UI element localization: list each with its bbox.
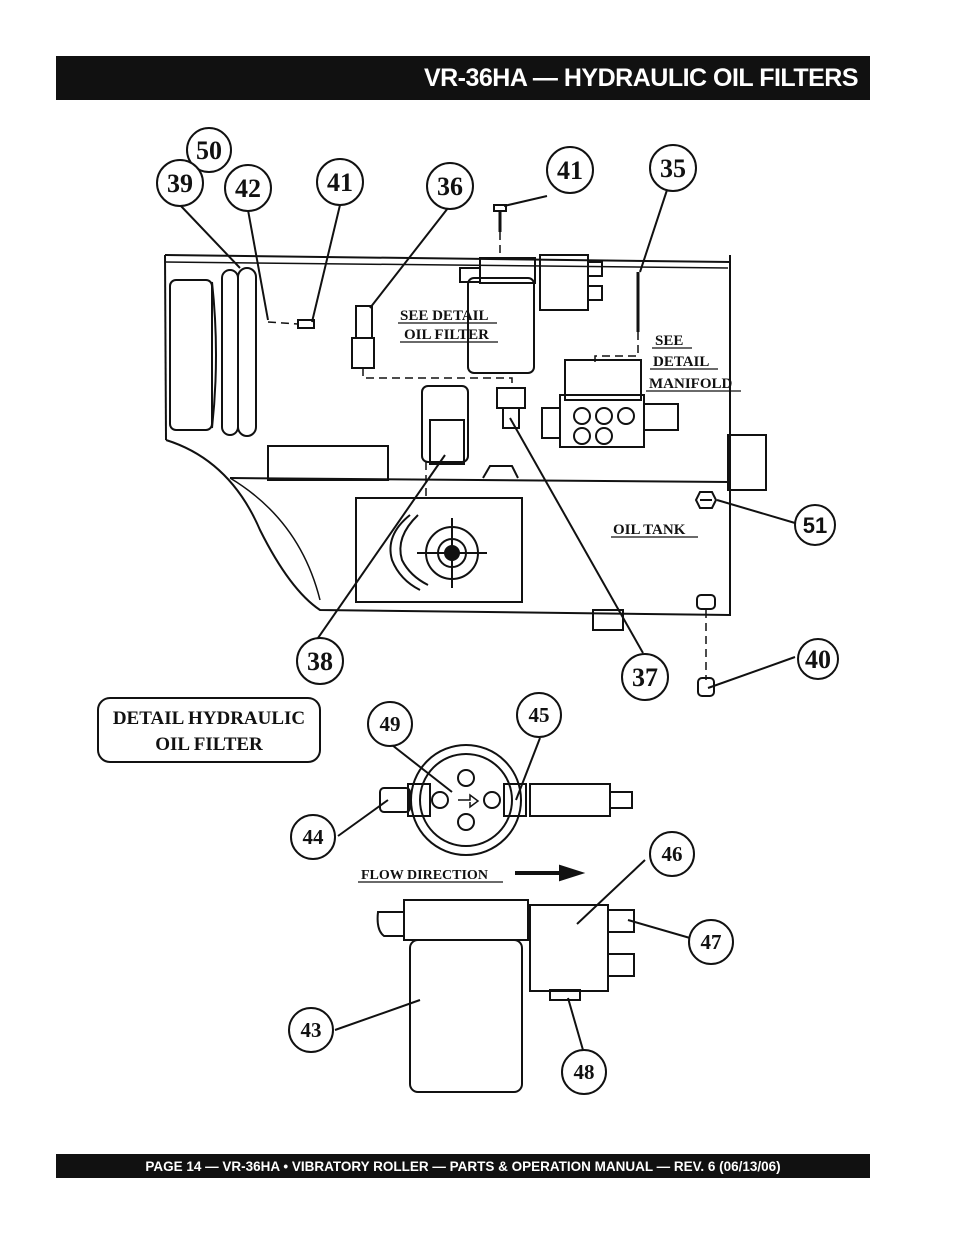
callout-48: 48 [574,1060,595,1084]
battery-block [267,445,389,481]
callout-44: 44 [303,825,325,849]
see-detail-manifold-line2: DETAIL [653,354,709,370]
see-detail-manifold-line3: MANIFOLD [649,376,732,392]
footer-text: PAGE 14 — VR-36HA • VIBRATORY ROLLER — P… [145,1158,781,1174]
see-detail-oil-filter-line2: OIL FILTER [404,327,489,343]
callout-50: 50 [196,136,222,165]
callout-39: 39 [167,169,193,198]
fan-pulley [169,267,257,437]
filter-side-view [376,899,635,1093]
page-header: VR-36HA — HYDRAULIC OIL FILTERS [56,56,870,100]
page-footer: PAGE 14 — VR-36HA • VIBRATORY ROLLER — P… [56,1154,870,1178]
callout-46: 46 [662,842,683,866]
oil-tank-label: OIL TANK [613,522,686,538]
detail-label-box [97,697,321,763]
filter-head-top-view [379,744,633,856]
callout-40: 40 [805,645,831,674]
hose-fitting [351,305,375,369]
callout-41-right: 41 [557,156,583,185]
callout-41-left: 41 [327,168,353,197]
strainer-element [421,385,469,465]
callout-35: 35 [660,154,686,183]
callout-51: 51 [803,513,827,538]
callout-49: 49 [380,712,401,736]
breather-cap [482,387,526,479]
see-detail-manifold-line1: SEE [655,333,683,349]
oil-tank-frame [164,254,767,631]
detail-box-line2: OIL FILTER [155,734,263,755]
see-detail-oil-filter-line1: SEE DETAIL [400,308,489,324]
callout-45: 45 [529,703,550,727]
callout-36: 36 [437,172,463,201]
callout-37: 37 [632,663,658,692]
inspection-panel [355,497,523,603]
flow-direction-label: FLOW DIRECTION [361,868,488,883]
callout-42: 42 [235,174,261,203]
detail-box-line1: DETAIL HYDRAULIC [113,708,305,729]
manifold-block [541,359,679,448]
page-title: VR-36HA — HYDRAULIC OIL FILTERS [423,63,859,92]
callout-43: 43 [301,1018,322,1042]
callout-38: 38 [307,647,333,676]
callout-47: 47 [701,930,722,954]
oil-filter-assembly [459,254,603,374]
